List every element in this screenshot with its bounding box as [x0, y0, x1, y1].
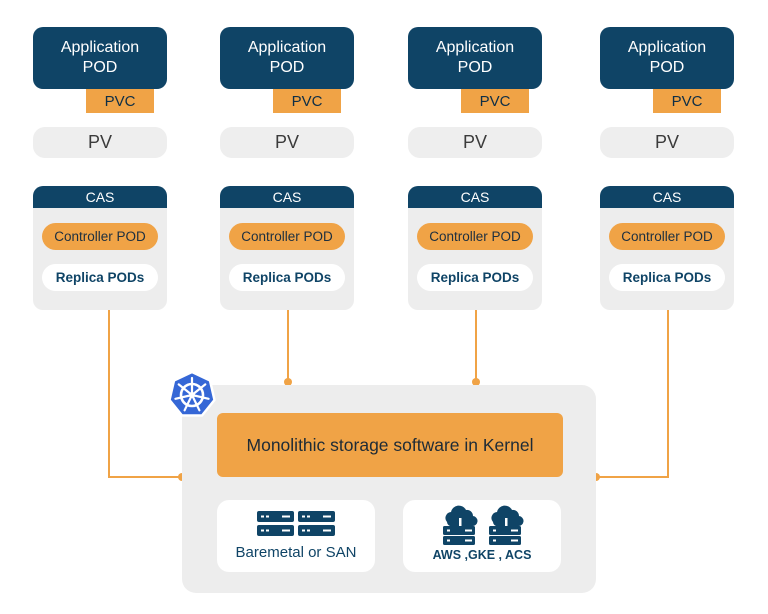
controller-pod: Controller POD	[229, 223, 345, 250]
cas-box: CAS Controller POD Replica PODs	[408, 186, 542, 310]
replica-pods: Replica PODs	[609, 264, 725, 291]
controller-pod: Controller POD	[609, 223, 725, 250]
server-rack-icon	[257, 510, 337, 540]
connector-line-1-horizontal	[108, 476, 182, 478]
baremetal-label: Baremetal or SAN	[235, 544, 357, 561]
application-pod: Application POD	[408, 27, 542, 89]
cloud-server-icon	[439, 504, 529, 546]
cas-box: CAS Controller POD Replica PODs	[220, 186, 354, 310]
kernel-storage-bar: Monolithic storage software in Kernel	[217, 413, 563, 477]
pvc-badge: PVC	[273, 89, 341, 113]
controller-pod: Controller POD	[417, 223, 533, 250]
application-pod: Application POD	[600, 27, 734, 89]
cas-header: CAS	[600, 186, 734, 208]
pvc-badge: PVC	[461, 89, 529, 113]
connector-dot-3	[472, 378, 480, 386]
application-pod: Application POD	[220, 27, 354, 89]
cas-header: CAS	[408, 186, 542, 208]
pvc-badge: PVC	[653, 89, 721, 113]
connector-line-2	[287, 310, 289, 382]
connector-line-4-horizontal	[596, 476, 669, 478]
connector-line-3	[475, 310, 477, 382]
cas-box: CAS Controller POD Replica PODs	[600, 186, 734, 310]
pv-box: PV	[220, 127, 354, 158]
cas-header: CAS	[220, 186, 354, 208]
pv-box: PV	[33, 127, 167, 158]
replica-pods: Replica PODs	[229, 264, 345, 291]
kubernetes-icon	[167, 370, 217, 420]
connector-dot-2	[284, 378, 292, 386]
application-pod: Application POD	[33, 27, 167, 89]
connector-line-4-vertical	[667, 310, 669, 478]
cas-box: CAS Controller POD Replica PODs	[33, 186, 167, 310]
cloud-box: AWS ,GKE , ACS	[403, 500, 561, 572]
pv-box: PV	[408, 127, 542, 158]
replica-pods: Replica PODs	[42, 264, 158, 291]
replica-pods: Replica PODs	[417, 264, 533, 291]
pv-box: PV	[600, 127, 734, 158]
controller-pod: Controller POD	[42, 223, 158, 250]
connector-dot-right	[592, 473, 600, 481]
connector-line-1-vertical	[108, 310, 110, 478]
baremetal-box: Baremetal or SAN	[217, 500, 375, 572]
cloud-label: AWS ,GKE , ACS	[432, 548, 532, 562]
cas-header: CAS	[33, 186, 167, 208]
pvc-badge: PVC	[86, 89, 154, 113]
